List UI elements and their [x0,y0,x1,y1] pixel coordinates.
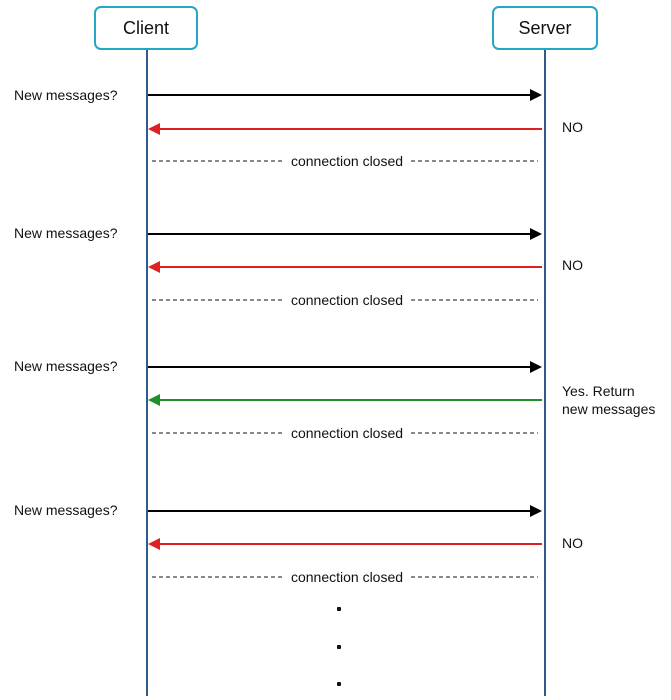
request-arrow [148,505,542,517]
connection-closed-label: connection closed [284,153,410,169]
request-arrow [148,228,542,240]
response-label: NO [562,119,583,135]
client-participant: Client [94,6,198,50]
client-label: Client [122,17,170,38]
response-arrow [148,123,542,135]
request-label: New messages? [14,358,118,374]
response-label-line2: new messages [562,401,656,417]
request-arrow [148,361,542,373]
response-arrow [148,261,542,273]
connection-closed-label: connection closed [284,292,410,308]
request-label: New messages? [14,87,118,103]
response-label: NO [562,257,583,273]
server-participant: Server [492,6,598,50]
ellipsis-dot [337,607,341,611]
connection-closed-label: connection closed [284,425,410,441]
response-label-line1: Yes. Return [562,383,635,399]
ellipsis-dot [337,682,341,686]
response-arrow [148,538,542,550]
request-label: New messages? [14,225,118,241]
ellipsis-dot [337,645,341,649]
request-arrow [148,89,542,101]
request-label: New messages? [14,502,118,518]
response-arrow [148,394,542,406]
server-lifeline [544,50,546,696]
client-lifeline [146,50,148,696]
response-label: NO [562,535,583,551]
connection-closed-label: connection closed [284,569,410,585]
server-label: Server [518,17,572,38]
